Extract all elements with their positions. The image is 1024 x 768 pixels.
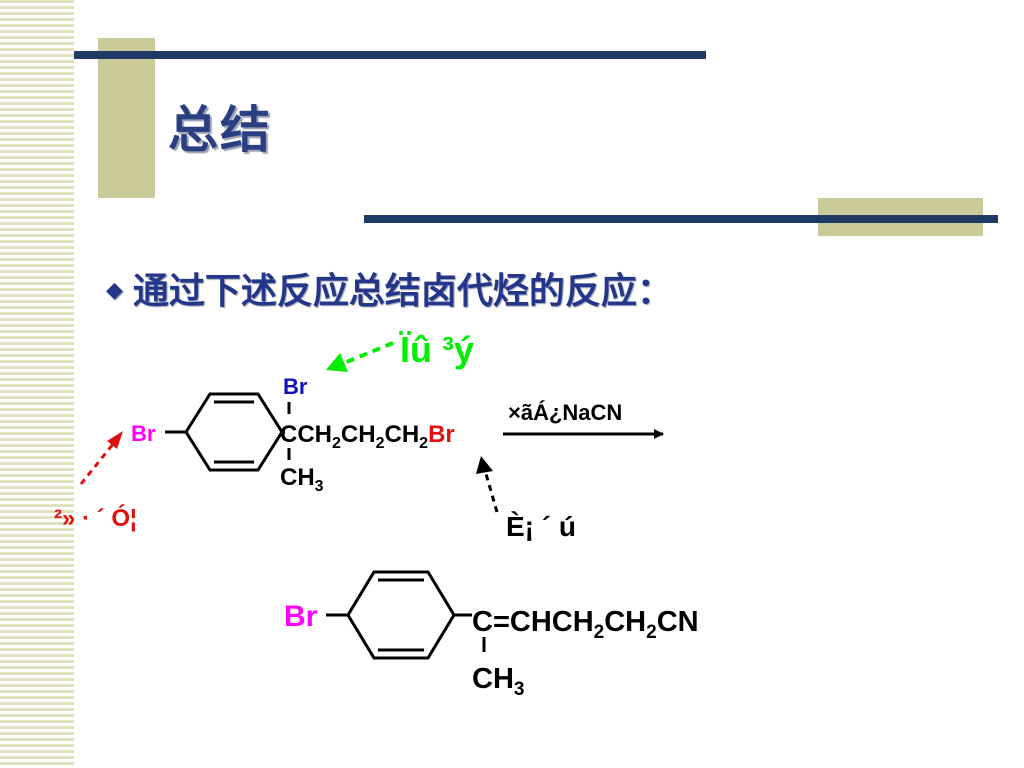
reagent-label: ×ãÁ¿NaCN	[508, 400, 622, 425]
product-sub-2: 2	[646, 622, 657, 643]
reactant-chain: CCH2CH2CH2Br	[280, 421, 455, 452]
methyl-sub: 3	[315, 478, 324, 495]
product-sub-1: 2	[594, 622, 605, 643]
product-end: CN	[657, 606, 699, 638]
chain-c: C	[280, 421, 297, 448]
chain-sub-1: 2	[332, 435, 341, 452]
bullet-item: ◆ 通过下述反应总结卤代烃的反应：	[106, 262, 673, 314]
green-arrowhead-icon	[326, 353, 348, 372]
chain-ch-3: CH	[385, 421, 420, 448]
diamond-bullet-icon: ◆	[106, 278, 123, 303]
label-left: ²» · ´ Ó¦	[54, 504, 137, 532]
reactant-top-br: Br	[283, 374, 308, 399]
chain-sub-3: 2	[419, 435, 428, 452]
page-title: 总结	[168, 101, 272, 159]
product-main: C=CHCH	[472, 606, 594, 638]
label-top: Ïû ³ý	[399, 329, 474, 370]
top-rule	[74, 51, 706, 59]
chain-br: Br	[428, 421, 455, 448]
label-bottom: È¡ ´ ú	[506, 511, 576, 542]
chain-sub-2: 2	[376, 435, 385, 452]
black-dashed-arrow	[484, 473, 499, 513]
chain-ch-2: CH	[341, 421, 376, 448]
product-methyl: CH3	[472, 663, 524, 700]
red-arrowhead-icon	[107, 431, 123, 449]
product-br: Br	[284, 600, 318, 633]
reactant-methyl: CH3	[280, 464, 324, 495]
mid-rule	[364, 215, 998, 223]
product-mid: CH	[604, 606, 646, 638]
left-stripe-decoration	[0, 0, 74, 768]
methyl-ch: CH	[280, 464, 315, 491]
red-dashed-arrow	[79, 443, 115, 485]
chain-ch-1: CH	[297, 421, 332, 448]
product-benzene-ring	[346, 570, 456, 660]
product-methyl-ch: CH	[472, 663, 514, 695]
reactant-benzene-ring	[184, 392, 284, 472]
green-dashed-arrow	[343, 341, 394, 365]
bullet-text: 通过下述反应总结卤代烃的反应：	[132, 271, 673, 312]
black-arrowhead-icon	[476, 456, 493, 474]
reactant-left-br: Br	[131, 421, 156, 446]
product-chain: C=CHCH2CH2CN	[472, 606, 699, 643]
title-accent-block	[98, 38, 155, 198]
product-methyl-sub: 3	[514, 679, 525, 700]
